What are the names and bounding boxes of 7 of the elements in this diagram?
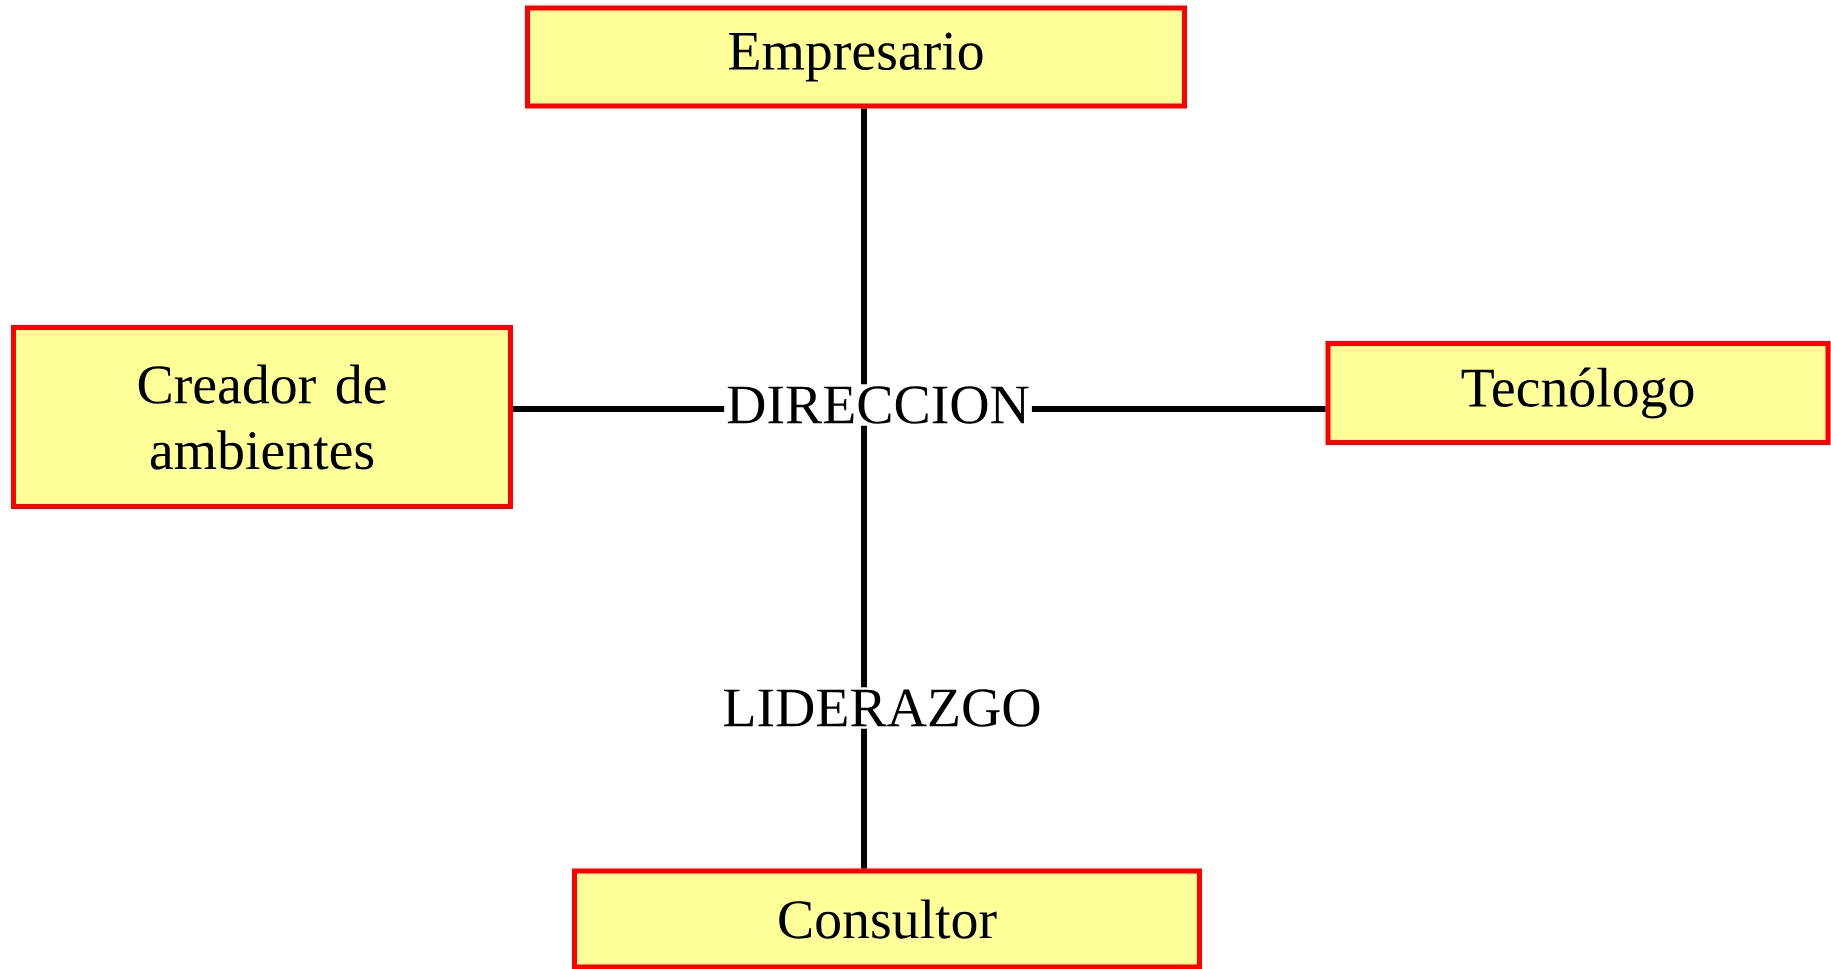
- edge-label: LIDERAZGO: [720, 687, 1044, 729]
- edge-label: DIRECCION: [724, 384, 1032, 426]
- role-box: Empresario: [525, 5, 1187, 109]
- role-box: Consultor: [572, 868, 1202, 969]
- role-box: Tecnólogo: [1325, 341, 1831, 445]
- role-box: Creador de ambientes: [11, 325, 513, 509]
- connector-line: [861, 108, 867, 869]
